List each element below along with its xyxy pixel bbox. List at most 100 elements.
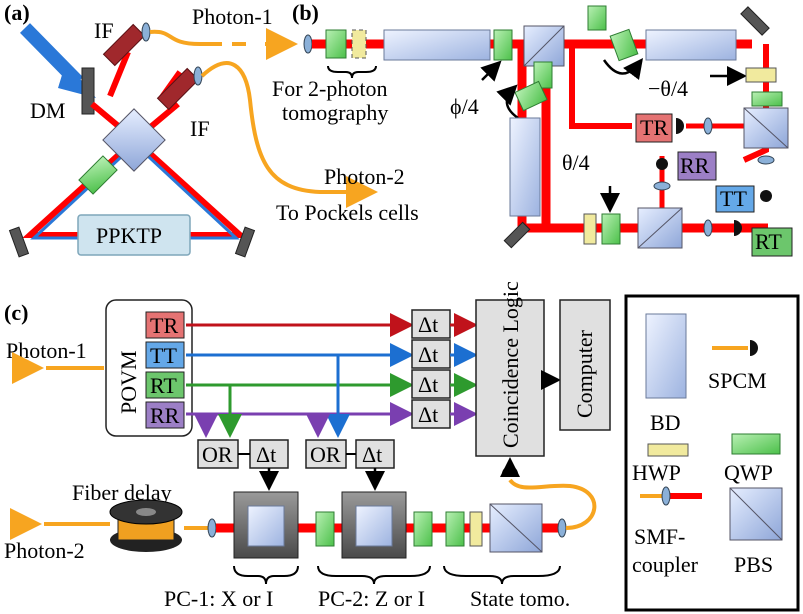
out-tr-box — [635, 113, 673, 143]
tomo-hwp — [351, 29, 367, 59]
or-box-2 — [305, 439, 347, 469]
c-tt-box — [145, 341, 185, 369]
c-fiber-to-spcm — [508, 478, 597, 530]
coupler-top — [141, 22, 151, 42]
coincidence-box — [475, 299, 545, 457]
c-tr-box — [145, 311, 185, 339]
legend-bd — [645, 313, 687, 399]
or-box-1 — [197, 439, 239, 469]
state-tomo-label: State tomo. — [470, 586, 570, 611]
coupler-mid — [193, 66, 203, 86]
rotate-arrow-1 — [602, 58, 644, 80]
out-rr-box — [677, 151, 717, 181]
b-qwp-2 — [587, 5, 607, 31]
b-hwp-right — [745, 67, 777, 83]
pc-qwp-2 — [413, 511, 433, 547]
mirror-left — [8, 226, 30, 258]
coupler-tr — [703, 117, 713, 135]
bd-vertical — [509, 117, 541, 217]
neg-theta-label: −θ/4 — [648, 76, 688, 101]
b-qwp-rot — [609, 28, 639, 62]
computer-label: Computer — [572, 329, 597, 418]
tomo-pbs-c-diag — [489, 503, 543, 553]
delta-label-tr: Δt — [418, 312, 438, 337]
ppktp-label: PPKTP — [96, 223, 162, 248]
legend-pbs-label: PBS — [734, 552, 773, 577]
b-pbs-bottom-diag — [637, 207, 683, 249]
pc-qwp-1 — [315, 511, 335, 547]
tomo-qwp — [325, 29, 347, 59]
b-qwp-1 — [493, 29, 513, 61]
povm-label: POVM — [116, 350, 141, 414]
legend-pbs-diag — [729, 487, 783, 541]
bd-right — [645, 29, 737, 61]
or-delta-label-2: Δt — [362, 442, 382, 467]
legend: BD SPCM HWP QWP SMF- coupler PBS — [624, 294, 800, 612]
delta-label-rr: Δt — [418, 402, 438, 427]
out-tt-box — [715, 185, 755, 213]
coincidence-label: Coincidence Logic — [498, 281, 523, 448]
b-pbs-top-diag — [523, 25, 565, 67]
tomo-line1: For 2-photon — [272, 76, 388, 101]
legend-spcm-icon — [750, 340, 758, 356]
legend-qwp-label: QWP — [724, 460, 773, 485]
ppktp-crystal — [77, 214, 191, 256]
c-rt-box — [145, 371, 185, 399]
pc1-brace — [233, 565, 299, 585]
legend-smf-label-2: coupler — [632, 552, 699, 577]
coupler-tt — [757, 155, 775, 165]
theta-label: θ/4 — [562, 150, 590, 175]
delta-box-rr — [411, 399, 451, 429]
tomo-line2: tomography — [282, 100, 388, 125]
c-coupler-in — [207, 518, 217, 538]
fiber-spool-hub — [136, 508, 156, 516]
b-qwp-right — [751, 91, 783, 107]
a-photon2-label: Photon-2 — [324, 164, 405, 189]
legend-qwp — [731, 433, 781, 455]
out-rt-box — [751, 227, 793, 257]
sagnac-qwp — [78, 155, 118, 195]
sagnac-pbs — [102, 108, 166, 172]
b-qwp-bottom — [601, 213, 621, 245]
tomo-qwp-c — [445, 511, 465, 547]
c-rt-label: RT — [150, 373, 177, 398]
a-photon1-label: Photon-1 — [192, 4, 273, 29]
legend-hwp-label: HWP — [632, 460, 681, 485]
if-mid-label: IF — [190, 116, 210, 141]
tomo-hwp-c — [469, 511, 483, 547]
coupler-rr — [653, 181, 671, 191]
legend-spcm-label: SPCM — [708, 368, 767, 393]
rotate-arrow-2 — [496, 84, 519, 120]
fiber-photon2 — [200, 61, 378, 208]
coupler-rt — [703, 219, 713, 237]
spcm-rr-icon — [656, 158, 668, 170]
b-mirror-tr — [740, 6, 770, 36]
panel-b: (b) For 2-photon tomography −θ/4 — [272, 0, 793, 257]
legend-bd-label: BD — [650, 410, 681, 435]
pc1-label: PC-1: X or I — [164, 586, 273, 611]
b-pbs-right-diag — [743, 107, 789, 149]
c-coupler-out — [557, 518, 567, 538]
c-tt-label: TT — [150, 343, 177, 368]
out-rr-label: RR — [680, 153, 710, 178]
panel-c-tag: (c) — [4, 300, 28, 325]
bd-top — [383, 29, 491, 61]
b-beam-mid — [569, 44, 632, 129]
pc2-crystal — [355, 505, 393, 547]
dm-mirror — [81, 67, 95, 115]
if-top-label: IF — [94, 18, 114, 43]
c-rr-label: RR — [150, 403, 180, 428]
spcm-tr-icon — [676, 118, 684, 134]
fiber-photon1 — [149, 29, 222, 46]
spcm-rt-icon — [734, 220, 742, 236]
tomo-brace-c — [443, 565, 561, 585]
computer-box — [559, 299, 611, 431]
out-tt-label: TT — [720, 186, 747, 211]
beam-to-if-top — [107, 50, 131, 98]
tomo-brace — [327, 65, 377, 79]
c-photon2-label: Photon-2 — [4, 538, 85, 563]
b-qwp-left-rot — [514, 80, 548, 112]
spcm-tt-icon — [760, 190, 772, 202]
b-coupler-in — [303, 34, 313, 54]
